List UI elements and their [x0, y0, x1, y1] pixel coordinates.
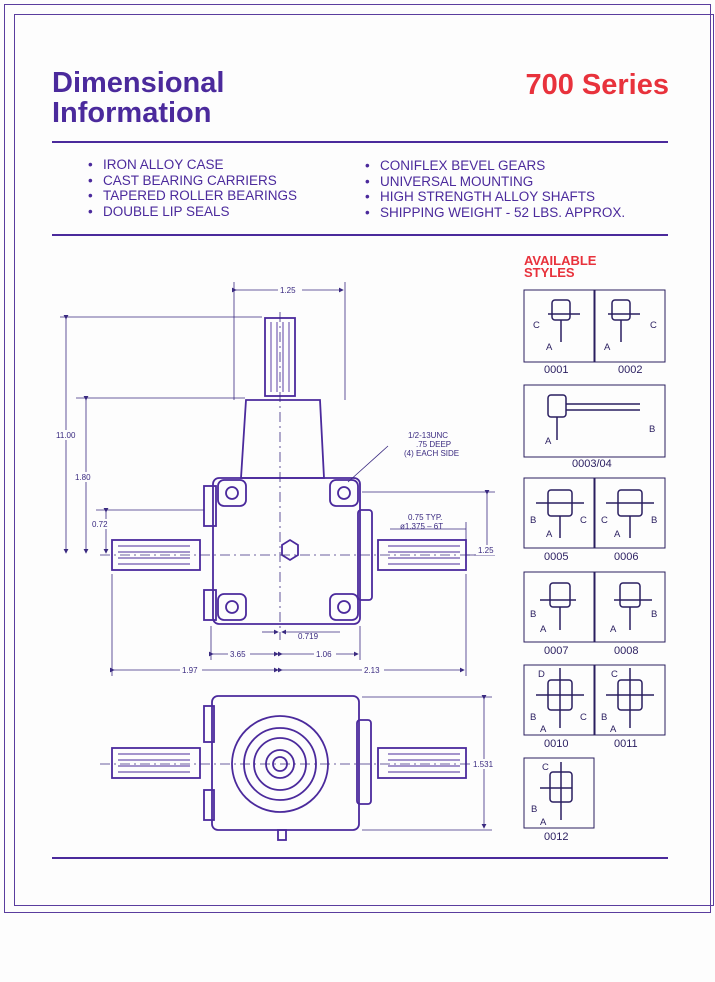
- svg-text:A: A: [604, 342, 611, 353]
- available-styles-heading: AVAILABLE STYLES: [524, 253, 597, 280]
- style-code: 0012: [544, 831, 568, 843]
- style-code: 0002: [618, 364, 642, 376]
- svg-text:B: B: [531, 804, 537, 815]
- dim-left: 3.65: [230, 650, 246, 659]
- dim-top-width: 1.25: [280, 286, 296, 295]
- svg-text:A: A: [610, 624, 617, 635]
- spline-note-1: 0.75 TYP.: [408, 513, 442, 522]
- rule-bottom: [52, 857, 668, 859]
- svg-text:A: A: [545, 436, 552, 447]
- style-0005-box: [523, 477, 595, 549]
- svg-text:C: C: [650, 320, 657, 331]
- svg-text:B: B: [530, 712, 536, 723]
- svg-text:A: A: [610, 724, 617, 735]
- dim-overall-left: 1.97: [182, 666, 198, 675]
- style-0001-box: [523, 289, 595, 363]
- style-0008-box: [594, 571, 666, 643]
- svg-text:C: C: [580, 515, 587, 526]
- gearbox-front-view: [111, 317, 467, 625]
- features-left-list: IRON ALLOY CASE CAST BEARING CARRIERS TA…: [86, 157, 297, 219]
- style-0010-box: [523, 664, 595, 736]
- svg-text:A: A: [540, 624, 547, 635]
- svg-text:B: B: [651, 515, 657, 526]
- style-code: 0005: [544, 551, 568, 563]
- rule-top: [52, 141, 668, 143]
- svg-text:A: A: [540, 817, 547, 828]
- dim-height-mid: 1.80: [75, 473, 91, 482]
- feature-item: CONIFLEX BEVEL GEARS: [363, 158, 625, 174]
- bolt-note-1: 1/2-13UNC: [408, 431, 448, 440]
- style-0006-box: [594, 477, 666, 549]
- style-code: 0007: [544, 645, 568, 657]
- svg-text:A: A: [540, 724, 547, 735]
- svg-text:C: C: [580, 712, 587, 723]
- features-right-list: CONIFLEX BEVEL GEARS UNIVERSAL MOUNTING …: [363, 158, 625, 220]
- feature-item: CAST BEARING CARRIERS: [86, 173, 297, 189]
- upper-housing: [240, 399, 325, 479]
- style-code: 0011: [614, 738, 638, 750]
- dim-offset: 0.719: [298, 632, 319, 641]
- feature-item: UNIVERSAL MOUNTING: [363, 174, 625, 190]
- style-0012-box: [523, 757, 595, 829]
- feature-item: HIGH STRENGTH ALLOY SHAFTS: [363, 189, 625, 205]
- page-frame-inner: [14, 14, 714, 906]
- svg-text:B: B: [530, 609, 536, 620]
- style-0002-box: [594, 289, 666, 363]
- svg-text:C: C: [542, 762, 549, 773]
- svg-text:A: A: [614, 529, 621, 540]
- svg-text:D: D: [538, 669, 545, 680]
- style-code: 0003/04: [572, 458, 612, 470]
- dim-height-low: 0.72: [92, 520, 108, 529]
- dim-right: 1.06: [316, 650, 332, 659]
- dim-right-height: 1.25: [478, 546, 494, 555]
- svg-text:B: B: [530, 515, 536, 526]
- dim-height-total: 11.00: [56, 431, 76, 440]
- svg-text:B: B: [601, 712, 607, 723]
- main-body: [212, 477, 361, 625]
- style-code: 0001: [544, 364, 568, 376]
- style-0011-box: [594, 664, 666, 736]
- dim-bottom-height: 1.531: [473, 760, 494, 769]
- dim-overall-right: 2.13: [364, 666, 380, 675]
- style-0007-box: [523, 571, 595, 643]
- feature-item: DOUBLE LIP SEALS: [86, 204, 297, 220]
- feature-item: IRON ALLOY CASE: [86, 157, 297, 173]
- bolt-note-2: .75 DEEP: [416, 440, 451, 449]
- svg-text:A: A: [546, 529, 553, 540]
- bottom-left-shaft: [111, 747, 201, 779]
- gearbox-bottom-view: [111, 695, 467, 841]
- spline-note-2: ø1.375 – 6T: [400, 522, 443, 531]
- title-line-1: Dimensional: [52, 67, 225, 99]
- rule-mid: [52, 234, 668, 236]
- title-line-2: Information: [52, 97, 212, 129]
- series-title: 700 Series: [525, 69, 669, 101]
- bolt-note-3: (4) EACH SIDE: [404, 449, 459, 458]
- bottom-right-shaft: [377, 747, 467, 779]
- svg-text:B: B: [651, 609, 657, 620]
- style-code: 0010: [544, 738, 568, 750]
- svg-text:C: C: [611, 669, 618, 680]
- style-code: 0006: [614, 551, 638, 563]
- style-code: 0008: [614, 645, 638, 657]
- page-title: Dimensional Information: [52, 68, 224, 128]
- page-frame-outer: [4, 4, 711, 913]
- svg-text:C: C: [533, 320, 540, 331]
- feature-item: SHIPPING WEIGHT - 52 LBS. APPROX.: [363, 205, 625, 221]
- feature-item: TAPERED ROLLER BEARINGS: [86, 188, 297, 204]
- svg-text:C: C: [601, 515, 608, 526]
- svg-text:B: B: [649, 424, 655, 435]
- style-0003-box: [523, 384, 666, 458]
- svg-text:A: A: [546, 342, 553, 353]
